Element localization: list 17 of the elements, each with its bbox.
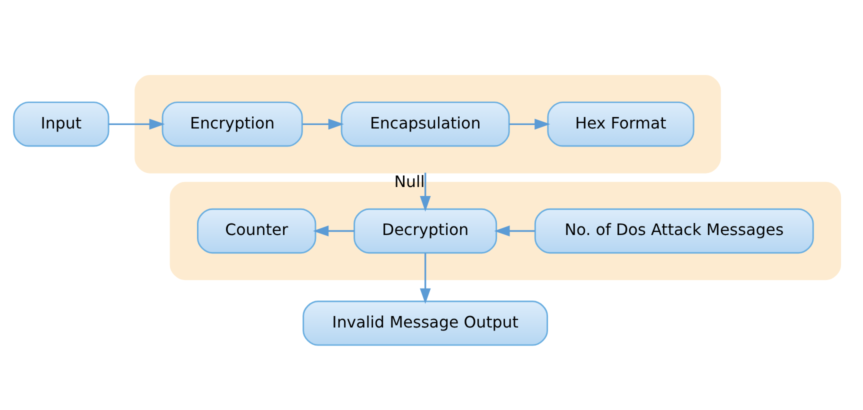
node-box: Hex Format <box>546 101 694 146</box>
arrow <box>494 225 534 236</box>
node-box: Counter <box>196 208 316 254</box>
edge-label: Null <box>394 171 424 190</box>
node-box: Decryption <box>353 208 497 254</box>
node-box: Input <box>12 101 109 146</box>
arrow <box>108 118 164 130</box>
arrow <box>302 118 344 130</box>
node-box: Encapsulation <box>340 101 510 146</box>
arrow <box>419 252 430 304</box>
arrow <box>312 225 354 236</box>
cluster <box>134 74 720 173</box>
node-box: Encryption <box>161 101 302 146</box>
node-box: No. of Dos Attack Messages <box>534 208 814 254</box>
arrow <box>419 172 430 212</box>
arrow <box>508 118 550 130</box>
node-box: Invalid Message Output <box>302 300 548 346</box>
